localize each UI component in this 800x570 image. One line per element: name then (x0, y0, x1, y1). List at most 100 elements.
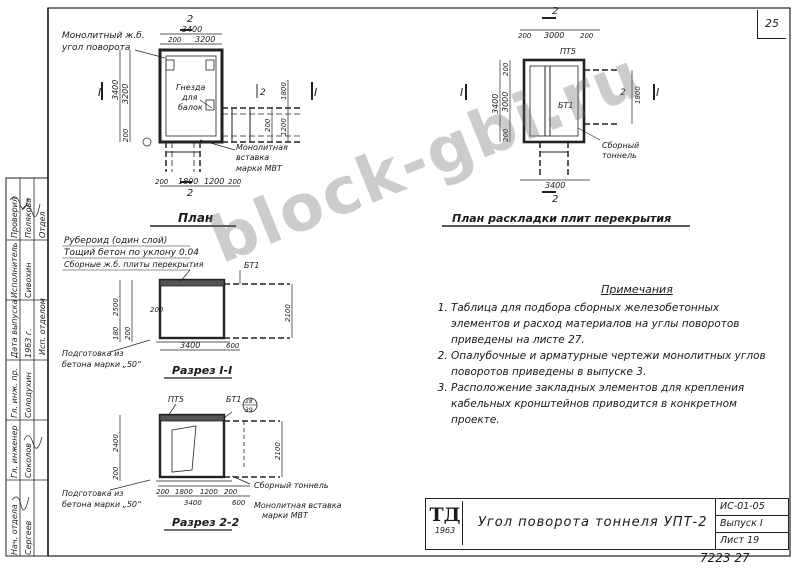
plan-dim-right-a: 1800 (280, 82, 288, 100)
section-1-base-2: бетона марки „50“ (62, 360, 142, 369)
stamp-row-7-name: Исп. отделом (38, 298, 47, 355)
plan-dim-bottom-c: 1200 (204, 177, 224, 186)
side-stamp: Нач. отдела Сергеев Гл. инженер Соколов … (5, 177, 49, 557)
section-2-label-insert-2: марки МВТ (262, 511, 309, 520)
section-1-layer-1: Рубероид (один слой) (64, 236, 167, 246)
section-1-dim-left-a: 2500 (112, 298, 120, 316)
plan-dim-bottom-d: 200 (228, 178, 242, 186)
slab-dim-bottom: 3400 (545, 181, 565, 190)
archive-numbers: 7223 27 (700, 551, 750, 565)
page-number: 25 (757, 10, 786, 39)
slab-plan-view (465, 17, 655, 193)
stamp-row-4-role: Дата выпуска (10, 300, 19, 359)
plan-mark-left: I (98, 86, 101, 99)
plan-dim-bottom-a: 200 (155, 178, 169, 186)
slab-mark-left: I (460, 86, 463, 99)
note-item-3: Расположение закладных элементов для кре… (451, 380, 777, 428)
stamp-row-2-role: Гл. инженер (10, 426, 19, 478)
section-1-layer-3: Сборные ж.б. плиты перекрытия (64, 260, 204, 269)
section-2-dim-bottom-c: 1200 (200, 488, 218, 496)
section-2-base-2: бетона марки „50“ (62, 500, 142, 509)
plan-label-corner-1: Монолитный ж.б. (62, 31, 145, 41)
plan-label-nests-3: балок (178, 103, 203, 112)
section-1-dim-bottom-a: 3400 (180, 341, 200, 350)
plan-dim-top-overall: 3400 (182, 25, 202, 34)
series-code: ИС-01-05 (716, 499, 788, 516)
slab-dim-top-c: 200 (580, 32, 594, 40)
stamp-row-7-role: Отдел (38, 211, 47, 238)
plan-label-insert-1: Монолитная (236, 143, 288, 152)
plan-label-nests-1: Гнезда (176, 83, 205, 92)
section-1-title: Разрез I-I (172, 364, 232, 377)
section-2-view (109, 397, 283, 497)
section-1-dim-inner: 200 (150, 306, 164, 314)
plan-title: План (178, 211, 213, 225)
section-2-label-bt1: БТ1 (226, 395, 241, 404)
section-2-base-1: Подготовка из (62, 489, 124, 498)
section-2-label-tunnel: Сборный тоннель (254, 481, 329, 490)
section-1-label-bt1: БТ1 (244, 261, 259, 270)
plan-dim-top-b: 3200 (195, 35, 215, 44)
slab-mark-top: 2 (552, 6, 558, 17)
title-block: ТД 1963 Угол поворота тоннеля УПТ-2 ИС-0… (425, 498, 789, 550)
section-2-detail-top: 28 (245, 398, 253, 405)
section-2-title: Разрез 2-2 (172, 516, 240, 529)
section-2-dim-bottom-d: 200 (224, 488, 238, 496)
plan-dim-left-a: 3200 (121, 84, 130, 104)
slab-dim-left-c: 200 (502, 128, 510, 142)
plan-mark-center: 2 (260, 88, 266, 98)
section-1-base-1: Подготовка из (62, 349, 124, 358)
signature-4 (11, 496, 30, 511)
slab-label-bt1: БТ1 (558, 101, 573, 110)
plan-mark-right: I (314, 86, 317, 99)
stamp-row-6-name: Полякова (24, 198, 33, 238)
section-2-text: ПТ5 БТ1 28 39 2400 200 2100 200 1800 120… (62, 395, 342, 531)
sheet-number: Лист 19 (720, 535, 760, 546)
plan-dim-left-overall: 3400 (111, 80, 120, 100)
section-1-dim-bottom-b: 600 (226, 342, 240, 350)
issue-number: Выпуск I (716, 516, 788, 533)
section-1-view (62, 245, 293, 353)
logo-year: 1963 (434, 526, 456, 535)
stamp-row-5-role: Исполнитель (10, 242, 19, 298)
slab-plan-title: План раскладки плит перекрытия (452, 212, 671, 225)
signature-2 (21, 203, 41, 217)
section-2-label-pt5: ПТ5 (168, 395, 184, 404)
section-1-dim-right: 2100 (284, 304, 292, 322)
stamp-row-1-name: Сергеев (24, 520, 33, 555)
note-item-1: Таблица для подбора сборных железобетонн… (451, 300, 777, 348)
section-2-detail-bottom: 39 (245, 407, 253, 414)
plan-text: 2 2 I I 2 3400 200 3200 3400 3200 200 18… (61, 14, 317, 227)
section-1-dim-left-c: 200 (124, 326, 132, 340)
section-2-dim-bottom-f: 600 (232, 499, 246, 507)
slab-dim-left-a: 200 (502, 62, 510, 76)
notes-heading: Примечания (601, 283, 673, 296)
stamp-row-4-name: 1963 г. (24, 328, 33, 358)
plan-label-insert-3: марки МВТ (236, 164, 283, 173)
signature-3 (23, 435, 43, 449)
section-1-text: Рубероид (один слой) Тощий бетон по укло… (62, 236, 292, 379)
notes-block: Примечания Таблица для подбора сборных ж… (437, 282, 777, 428)
section-1-dim-left-b: 180 (112, 326, 120, 340)
slab-dim-top-b: 3000 (544, 31, 564, 40)
plan-mark-bottom: 2 (187, 188, 193, 199)
plan-dim-left-b: 200 (122, 128, 130, 142)
title-block-meta: ИС-01-05 Выпуск I Лист 19 (715, 499, 788, 549)
slab-dim-left-overall: 3400 (491, 94, 500, 114)
slab-mark-center: 2 (620, 88, 626, 98)
plan-label-nests-2: для (181, 93, 198, 102)
section-2-dim-bottom-b: 1800 (175, 488, 193, 496)
notes-list: Таблица для подбора сборных железобетонн… (437, 300, 777, 428)
section-2-dim-right: 2100 (274, 442, 282, 460)
stamp-row-5-name: Сивохин (24, 262, 33, 298)
section-2-label-insert-1: Монолитная вставка (254, 501, 342, 510)
slab-mark-bottom: 2 (552, 194, 558, 205)
stamp-row-3-name: Солодухин (24, 372, 33, 418)
stamp-row-3-role: Гл. инж. пр. (10, 368, 19, 418)
slab-mark-right: I (656, 86, 659, 99)
stamp-row-1-role: Нач. отдела (10, 504, 19, 555)
slab-dim-top-a: 200 (518, 32, 532, 40)
slab-dim-left-b: 3000 (501, 92, 510, 112)
